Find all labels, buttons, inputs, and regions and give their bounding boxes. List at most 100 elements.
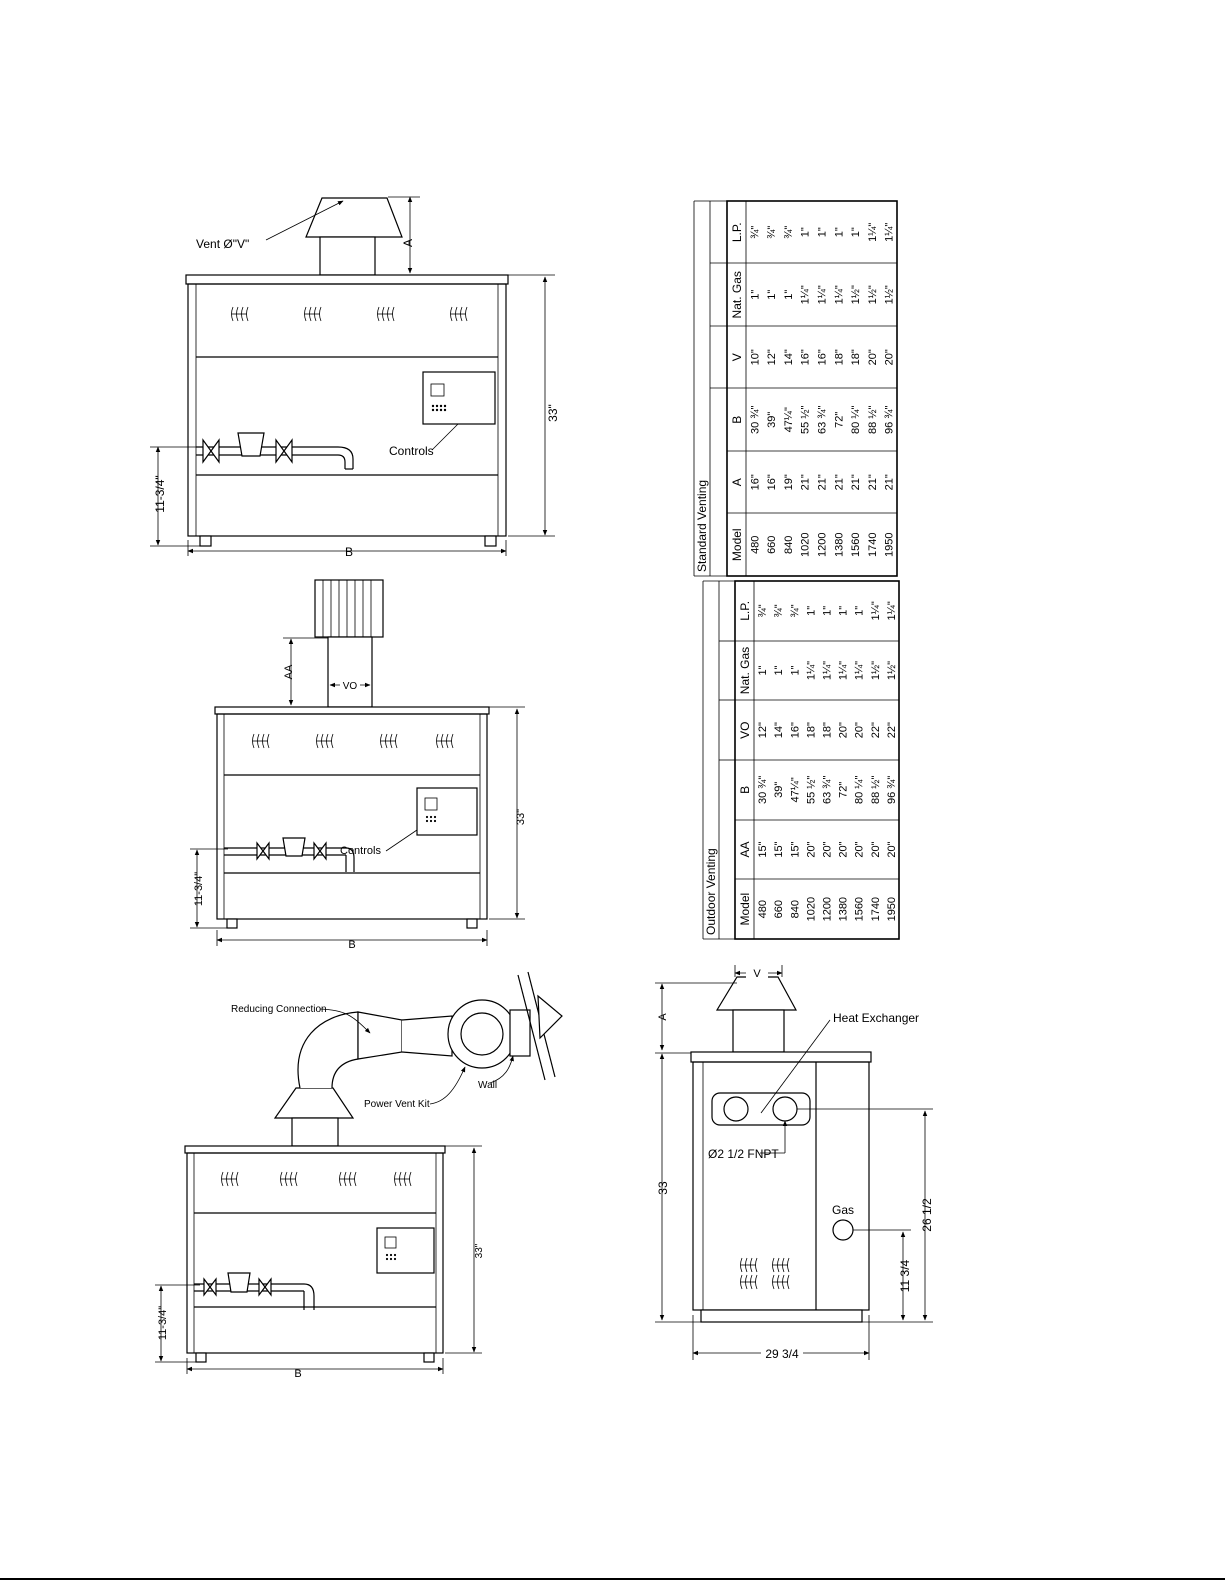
outdoor_table-header: Model	[738, 893, 752, 926]
standard_table-cell: 1020	[800, 533, 812, 557]
standard_table-cell: 1¼"	[884, 223, 896, 242]
standard_table-cell: 1½"	[867, 285, 879, 304]
standard_table-cell: 21"	[833, 474, 845, 490]
dim-gas-label-outdoor: 11-3/4"	[193, 872, 205, 906]
standard_table-cell: 19"	[783, 474, 795, 490]
standard_table-cell: 1¼"	[800, 285, 812, 304]
dim-gas-label-power: 11-3/4"	[157, 1306, 169, 1340]
reducing-connection-label: Reducing Connection	[231, 1004, 327, 1015]
outdoor_table-cell: 1½"	[870, 661, 882, 680]
dim-b-label-outdoor: B	[348, 939, 355, 951]
dim-33-label: 33	[656, 1181, 670, 1195]
dim-width-label: 29 3/4	[765, 1347, 799, 1361]
standard_table-cell: 21"	[884, 474, 896, 490]
standard_table-cell: 1"	[766, 290, 778, 300]
standard_table-cell: 1"	[749, 290, 761, 300]
standard_table-cell: 63 ¾"	[817, 405, 829, 433]
outdoor_table-cell: 1¼"	[870, 601, 882, 620]
controls-label: Controls	[389, 444, 434, 458]
outdoor_table-cell: 1¼"	[805, 661, 817, 680]
outdoor_table-cell: 1"	[773, 665, 785, 675]
dim-height-label: 33"	[546, 404, 560, 422]
standard_table-cell: 47¼"	[783, 407, 795, 432]
outdoor_table-cell: 20"	[886, 841, 898, 857]
outdoor_table-cell: 63 ¾"	[822, 776, 834, 804]
wall-label: Wall	[478, 1080, 497, 1091]
standard_table-cell: 14"	[783, 349, 795, 365]
standard_table-cell: 30 ¾"	[749, 405, 761, 433]
standard_table-cell: 840	[783, 536, 795, 554]
standard_table-cell: 1¼"	[867, 223, 879, 242]
standard_table-cell: 55 ½"	[800, 405, 812, 433]
standard-table-title: Standard Venting	[695, 480, 709, 572]
outdoor_table-cell: 1560	[854, 897, 866, 921]
outdoor_table-cell: 1380	[838, 897, 850, 921]
outdoor_table-header: AA	[738, 841, 752, 857]
outdoor_table-cell: 15"	[757, 841, 769, 857]
standard_table-cell: ¾"	[783, 226, 795, 239]
standard_table-cell: 16"	[800, 349, 812, 365]
standard_table-cell: 1200	[817, 533, 829, 557]
vent-label: Vent Ø"V"	[196, 237, 249, 251]
outdoor_table-cell: ¾"	[773, 604, 785, 617]
dim-vo-label: VO	[343, 681, 358, 692]
outdoor_table-cell: 30 ¾"	[757, 776, 769, 804]
dim-a-label-side: A	[657, 1013, 669, 1021]
standard_table-header: L.P.	[730, 222, 744, 242]
standard_table-cell: 12"	[766, 349, 778, 365]
outdoor_table-cell: 20"	[854, 841, 866, 857]
heater-body-power	[184, 1145, 446, 1363]
gas-train-power	[194, 1272, 315, 1310]
standard_table-cell: 10"	[749, 349, 761, 365]
standard_table-cell: 1¼"	[817, 285, 829, 304]
outdoor_table-cell: 1½"	[886, 661, 898, 680]
diagram-outdoor-venting: AA VO 33" 11-3/4" B Controls	[190, 579, 527, 951]
control-panel-outdoor	[416, 787, 478, 836]
standard_table-cell: 1"	[850, 227, 862, 237]
outdoor_table-cell: 39"	[773, 782, 785, 798]
outdoor_table-cell: 1"	[822, 606, 834, 616]
outdoor_table-cell: 1"	[838, 606, 850, 616]
outdoor_table-cell: 15"	[773, 841, 785, 857]
standard_table-cell: 1"	[833, 227, 845, 237]
standard_table-cell: 21"	[867, 474, 879, 490]
power-vent-kit-label: Power Vent Kit	[364, 1099, 430, 1110]
standard_table-header: A	[730, 478, 744, 486]
standard_table-cell: 80 ¼"	[850, 405, 862, 433]
diagram-power-vent: Reducing Connection Power Vent Kit Wall …	[155, 971, 563, 1380]
standard_table-header: Nat. Gas	[730, 271, 744, 318]
side-vent-hood	[715, 976, 798, 1053]
outdoor_table-cell: 1"	[789, 665, 801, 675]
diagram-standard-venting: Vent Ø"V" A 33" 11-3/4" B Controls	[150, 196, 560, 559]
dimensions-standard	[150, 196, 555, 556]
outdoor_table-cell: 15"	[789, 841, 801, 857]
outdoor_table-header: L.P.	[738, 601, 752, 621]
page-bottom-rule	[0, 1578, 1225, 1580]
standard_table-cell: 1¼"	[833, 285, 845, 304]
standard_table-cell: 660	[766, 536, 778, 554]
standard_table-cell: ¾"	[766, 226, 778, 239]
standard_table-header: Model	[730, 528, 744, 561]
outdoor_table-cell: 1020	[805, 897, 817, 921]
gas-label: Gas	[832, 1203, 854, 1217]
outdoor_table-cell: 1200	[822, 897, 834, 921]
standard_table-cell: 1"	[817, 227, 829, 237]
dim-26-label: 26 1/2	[920, 1198, 934, 1232]
standard_table-cell: 1380	[833, 533, 845, 557]
standard_table-cell: 18"	[833, 349, 845, 365]
outdoor_table-header: Nat. Gas	[738, 647, 752, 694]
gas-train-outdoor	[224, 837, 355, 872]
outdoor_table-cell: 1¼"	[886, 601, 898, 620]
outdoor_table-cell: 20"	[822, 841, 834, 857]
outdoor_table-cell: 12"	[757, 722, 769, 738]
standard_table-cell: 21"	[817, 474, 829, 490]
outdoor_table-cell: 1740	[870, 897, 882, 921]
dim-b-label-power: B	[294, 1368, 301, 1380]
connection-label: Ø2 1/2 FNPT	[708, 1147, 779, 1161]
standard_table-cell: 16"	[817, 349, 829, 365]
outdoor_table-cell: 1"	[805, 606, 817, 616]
standard_table-cell: 96 ¾"	[884, 405, 896, 433]
